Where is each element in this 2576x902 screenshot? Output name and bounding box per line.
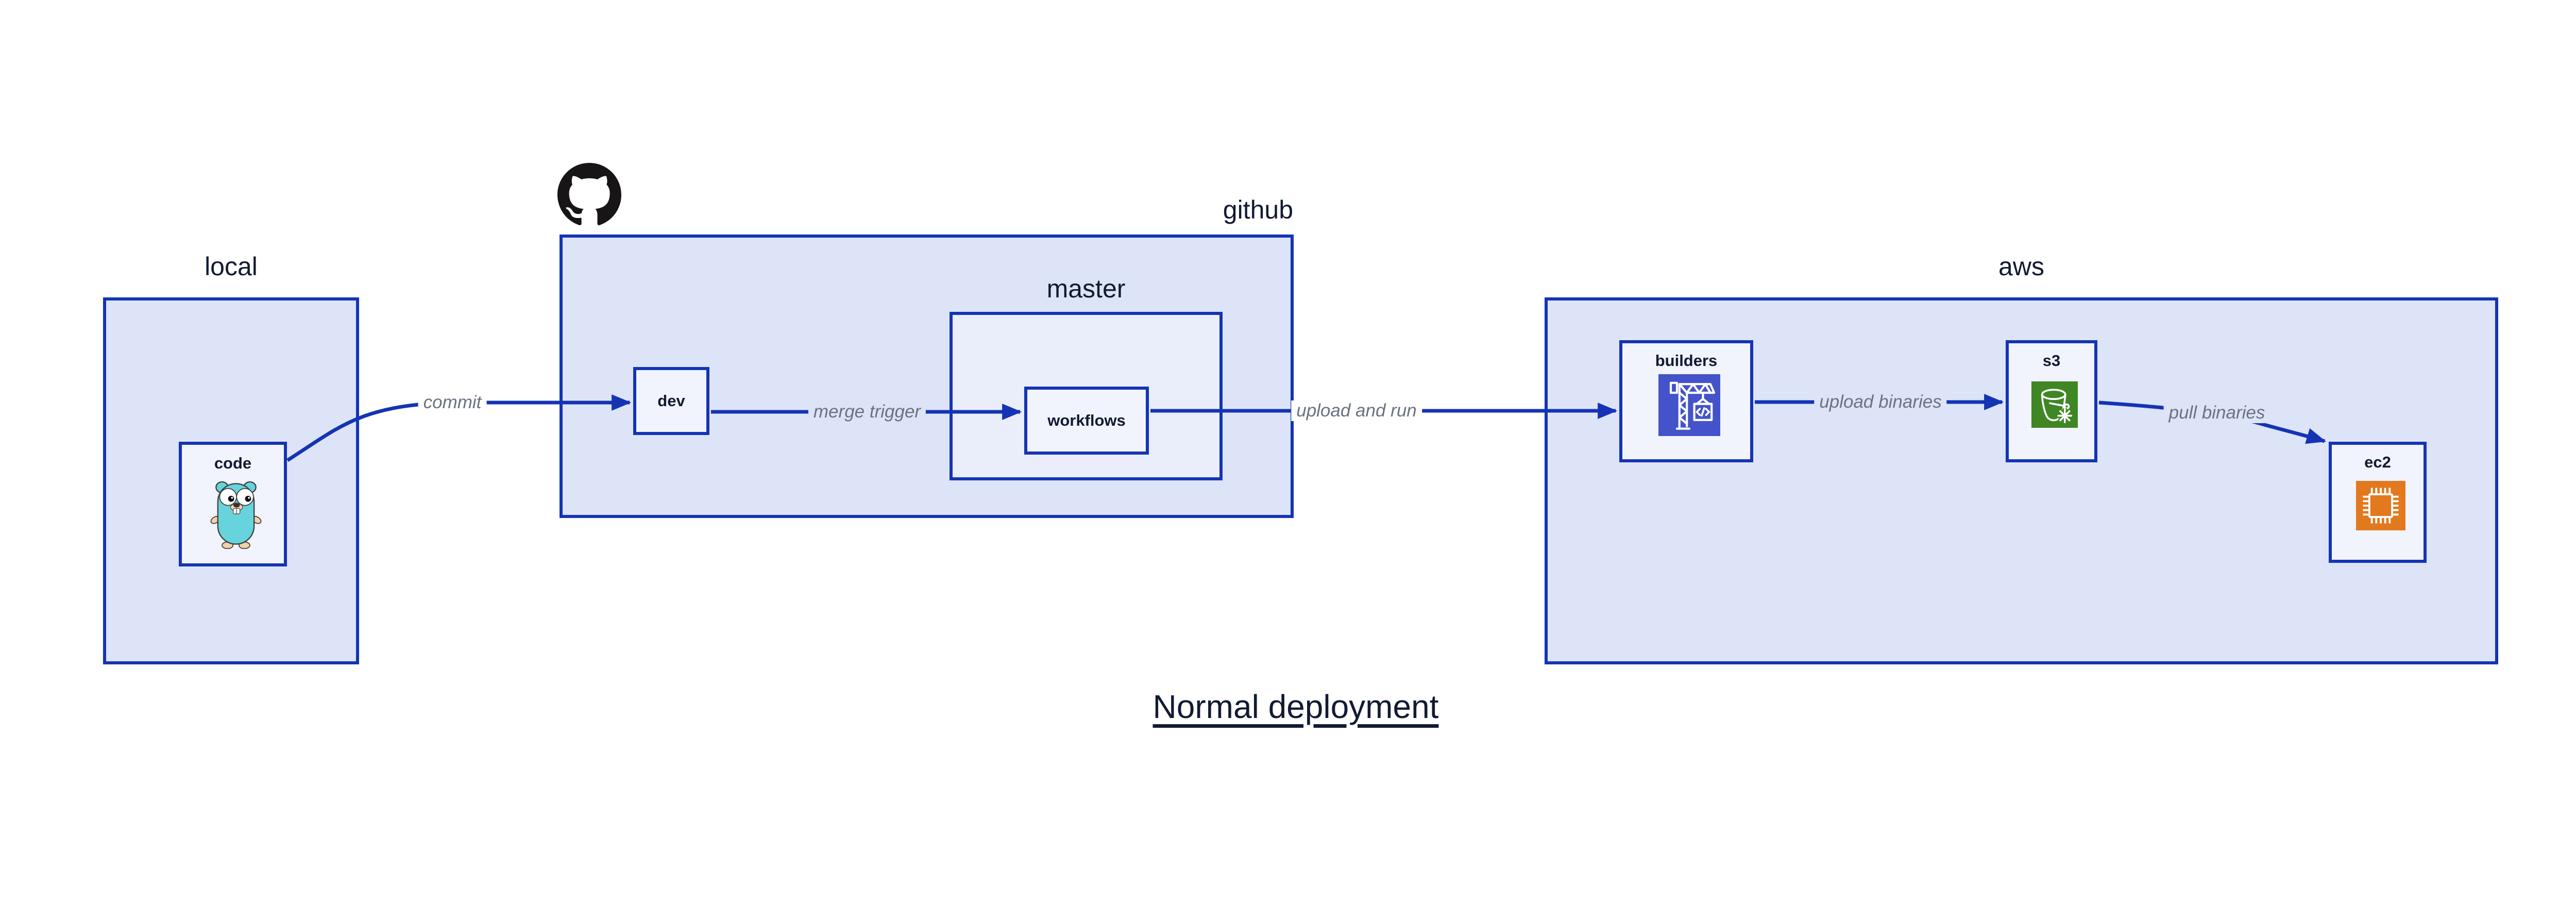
codebuild-crane-icon — [1658, 374, 1720, 436]
ec2-chip-icon — [2356, 481, 2405, 530]
builders-node-label: builders — [1655, 352, 1718, 370]
github-octocat-icon — [557, 163, 621, 225]
master-group-label: master — [1046, 274, 1126, 303]
edge-label-merge-trigger: merge trigger — [808, 402, 926, 422]
workflows-node-label: workflows — [1047, 411, 1126, 429]
aws-group-label: aws — [1998, 252, 2044, 281]
edge-label-upload-and-run: upload and run — [1291, 400, 1422, 421]
builders-node: builders — [1619, 340, 1753, 462]
dev-node: dev — [633, 367, 709, 435]
workflows-node: workflows — [1024, 387, 1149, 455]
github-group-label: github — [1223, 195, 1293, 224]
ec2-node-label: ec2 — [2364, 453, 2391, 471]
s3-node-label: s3 — [2042, 352, 2061, 370]
ec2-node: ec2 — [2329, 442, 2427, 563]
local-group-label: local — [205, 252, 258, 281]
code-node: code — [179, 442, 287, 566]
edge-label-pull-binaries: pull binaries — [2163, 403, 2270, 423]
page-title: Normal deployment — [1153, 688, 1439, 725]
code-node-label: code — [214, 454, 252, 472]
dev-node-label: dev — [657, 392, 685, 410]
edge-label-upload-binaries: upload binaries — [1814, 392, 1947, 412]
s3-node: s3 — [2006, 340, 2097, 462]
edge-label-commit: commit — [418, 392, 487, 413]
s3-glacier-bucket-icon — [2031, 381, 2078, 428]
go-gopher-icon — [210, 481, 262, 549]
